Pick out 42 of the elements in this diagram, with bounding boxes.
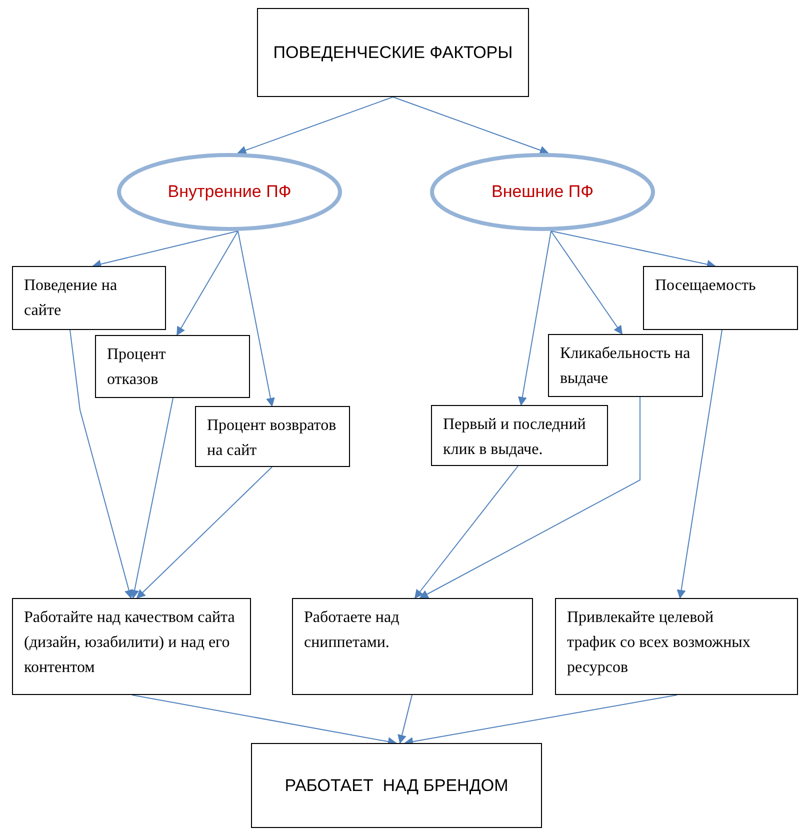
node-text: Внутренние ПФ [168,181,292,204]
arrow [176,230,238,336]
text-box [12,598,251,695]
node-text: РАБОТАЕТ НАД БРЕНДОМ [284,774,508,797]
node-text: Внешние ПФ [491,181,594,204]
arrow [70,330,134,599]
text-box [195,406,350,467]
arrow [550,230,622,335]
node-text: Первый и последний клик в выдаче. [443,415,587,460]
arrow [414,466,518,599]
node-text: Работайте над качеством сайта (дизайн, юзабилити) и над его контентом [24,608,236,678]
title-box [251,743,542,828]
arrow [136,466,272,599]
arrow [419,396,640,598]
node-text: Кликабельность на выдаче [560,344,692,389]
node-text: Посещаемость [655,276,757,296]
node-text: Работаете над сниппетами. [304,608,400,653]
arrow [237,96,394,154]
ellipse-node [117,153,342,231]
text-box [548,334,703,397]
arrow [550,230,716,269]
title-box [257,8,529,97]
arrow [238,230,275,407]
arrow [392,96,549,154]
node-text: Привлекайте целевой трафик со всех возможных ресурсов [567,608,752,678]
node-text: Процент отказов [107,345,167,390]
arrow [518,230,552,406]
arrow [92,230,238,268]
node-text: Процент возвратов на сайт [207,416,338,461]
arrow [132,694,397,746]
text-box [95,335,250,398]
text-box [555,598,798,695]
ellipse-node [430,153,655,231]
node-text: ПОВЕДЕНЧЕСКИЕ ФАКТОРЫ [273,42,513,64]
text-box [292,598,533,695]
node-text: Поведение на сайте [24,276,118,321]
text-box [643,266,798,330]
text-box [12,266,166,330]
arrow [676,330,722,599]
arrow [398,694,412,744]
text-box [431,405,608,466]
arrow [130,398,174,599]
